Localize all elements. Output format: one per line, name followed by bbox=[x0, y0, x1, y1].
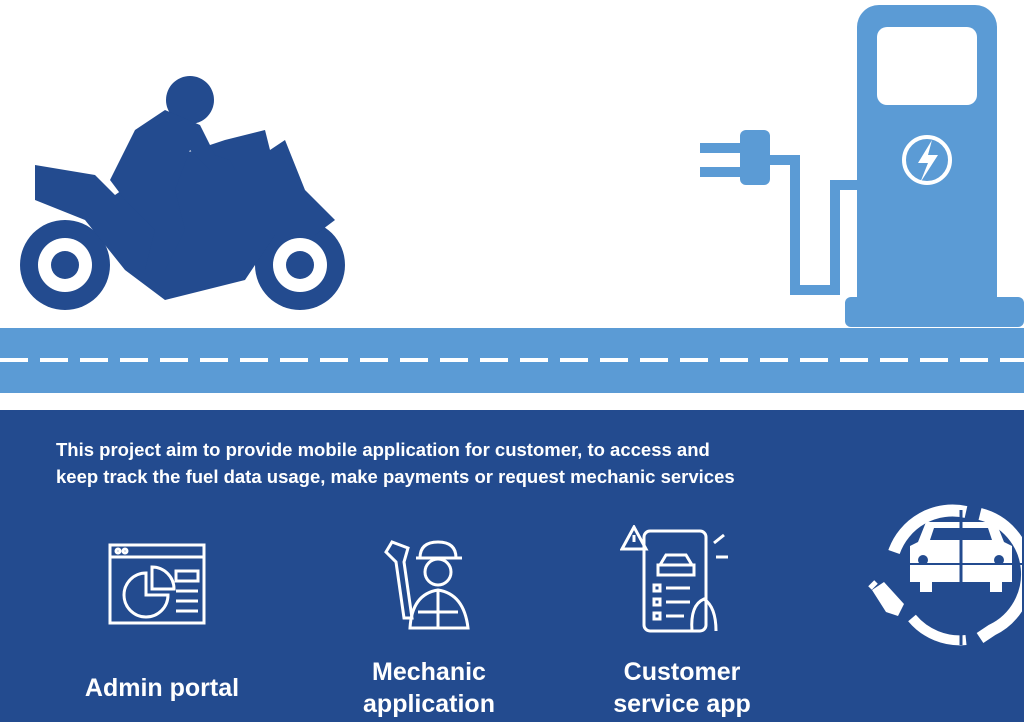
road-lane-marking bbox=[0, 358, 1024, 362]
feature-label-line1: Customer bbox=[623, 658, 741, 686]
mechanic-icon bbox=[384, 540, 470, 630]
feature-label-line1: Mechanic bbox=[372, 658, 486, 686]
phone-car-service-icon bbox=[620, 525, 728, 633]
ev-charging-station-illustration bbox=[700, 5, 1024, 327]
feature-label-line1: Admin portal bbox=[84, 674, 240, 702]
project-description: This project aim to provide mobile appli… bbox=[56, 439, 735, 487]
feature-label-customer-service-app: Customer service app bbox=[582, 656, 782, 720]
feature-label-admin-portal: Admin portal bbox=[62, 672, 262, 704]
dashboard-icon bbox=[108, 543, 206, 625]
feature-label-line2: application bbox=[363, 690, 495, 718]
electric-car-plug-icon bbox=[868, 504, 1022, 646]
motorcycle-rider-illustration bbox=[20, 76, 345, 310]
info-panel bbox=[0, 410, 1024, 722]
feature-label-mechanic-application: Mechanic application bbox=[329, 656, 529, 720]
feature-label-line2: service app bbox=[613, 690, 751, 718]
